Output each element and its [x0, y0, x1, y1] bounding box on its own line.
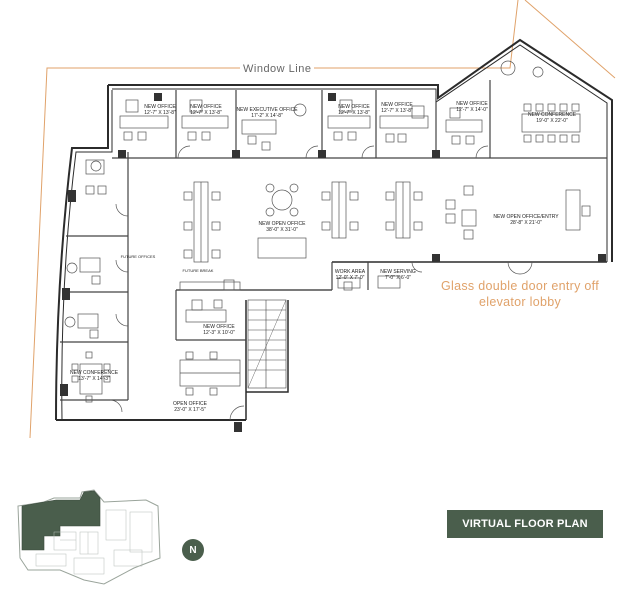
- entry-note: Glass double door entry off elevator lob…: [441, 279, 599, 309]
- room-label-future-break: FUTURE BREAK: [182, 268, 214, 273]
- virtual-floor-plan-button[interactable]: VIRTUAL FLOOR PLAN: [447, 510, 603, 538]
- key-plan-highlight: [21, 490, 101, 551]
- furniture: [64, 60, 591, 403]
- stair: [247, 299, 287, 389]
- key-plan: [17, 489, 161, 585]
- window-line-label: Window Line: [240, 63, 315, 75]
- columns: [60, 93, 606, 432]
- door-swings: [109, 145, 533, 421]
- floor-plan: [29, 0, 616, 439]
- interior-walls: [60, 80, 607, 401]
- north-arrow-icon: N: [182, 539, 204, 561]
- room-label-future-offices: FUTURE OFFICES: [120, 254, 156, 259]
